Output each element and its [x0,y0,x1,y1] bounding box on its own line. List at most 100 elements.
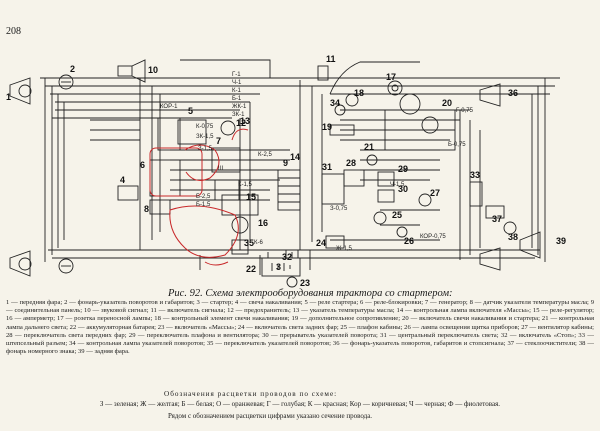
legend-item: 9 — соединительная панель; [6,299,595,315]
component-temp-gauge-13 [220,120,236,136]
component-number: 28 [346,158,356,168]
wire-label: Ч-1 [232,80,242,86]
component-number: 4 [120,175,125,185]
component-socket-17 [387,80,403,96]
component-number: 35 [244,238,254,248]
component-connector-33 [469,181,483,207]
wire-label: Б-2,5 [196,194,211,200]
component-number: 25 [392,210,402,220]
component-number: 15 [246,192,256,202]
component-rear-switch-24 [325,235,345,249]
component-glow-indicator-18 [345,93,359,107]
handwritten-annotations [149,128,249,266]
component-number: 26 [404,236,414,246]
component-starter-relay-5 [157,117,207,151]
legend-item: 2 — фонарь-указатель поворотов и габарит… [64,299,197,306]
legend-item: 31 — центральный переключатель света; [380,331,501,339]
component-turn-lamp-34 [334,104,346,116]
legend-item: 6 — реле-блокировки; [360,299,425,306]
component-number: 20 [442,98,452,108]
wire-label: Ж-1,5 [336,246,353,252]
legend-item: 17 — розетка переносной лампы; [57,315,155,323]
wire-color-item: К — красная; [307,400,350,408]
component-switch-28 [343,169,365,187]
wire-label: Б-1,5 [196,202,211,208]
component-number: 36 [508,88,518,98]
component-headlight-1 [9,77,32,105]
diagram-labels: 1234567891011121314151617181920212223242… [6,54,566,288]
wire-label: ЖК-1 [232,104,247,110]
wire-label: ЗК-1 [232,112,245,118]
wire-color-item: Ф — фиолетовая. [447,400,501,408]
component-number: 18 [354,88,364,98]
component-switch-29 [377,171,395,187]
wire-label: Б-1 [232,96,242,102]
legend-item: 26 — лампа освещения щитка приборов; [404,323,522,331]
component-number: 29 [398,164,408,174]
component-number: 22 [246,264,256,274]
component-central-switch-31 [321,173,345,205]
component-number: 23 [300,278,310,288]
component-rear-lamp-36 [479,83,501,107]
component-number: 37 [492,214,502,224]
component-number: 1 [6,92,11,102]
component-regulator-15 [221,194,259,216]
component-panel-lamp-26 [396,226,408,238]
wire-label: З-0,75 [330,206,348,212]
component-turn-lamp-2 [58,74,74,90]
component-number: 21 [364,142,374,152]
legend-item: 19 — дополнительное сопротивление; [291,315,403,323]
component-number: 33 [470,170,480,180]
component-number: 17 [386,72,396,82]
legend-item: 4 — свеча накаливания; [234,299,305,306]
wire-label: Ш [218,166,224,172]
legend-item: 12 — предохранитель; [227,307,293,315]
component-cab-lamp-25 [373,211,387,225]
wire-label: К-1,5 [238,182,252,188]
component-number: 5 [188,106,193,116]
wire-harness [40,59,560,275]
component-number: 12 [236,118,246,128]
component-number: 11 [326,54,336,64]
component-blocking-relay-6 [149,159,181,197]
wire-label: К-0,75 [196,124,214,130]
wiring-diagram: 1234567891011121314151617181920212223242… [6,54,566,288]
legend-item: 3 — стартер; [196,299,235,306]
wire-color-list: З — зеленая; Ж — желтая; Б — белая; О — … [6,400,594,408]
legend-item: 27 — вентилятор кабины; [521,323,594,331]
wire-label: З-1,5 [198,146,213,152]
component-dashboard-20 [384,93,456,151]
legend-item: 1 — передняя фара; [6,299,65,306]
wire-color-item: Г — голубая; [266,400,308,408]
component-number: 16 [258,218,268,228]
legend-item: 34 — контрольная лампа указателей поворо… [69,340,207,348]
legend-item: 28 — переключатель света передних фар; [6,331,129,339]
wire-color-item: Ж — желтая; [140,400,182,408]
component-number: 31 [322,162,332,172]
legend-item: 38 — фонарь номерного знака; [6,340,594,356]
legend-item: 7 — генератор; [424,299,470,306]
component-high-beam-lamp-21 [366,154,378,166]
component-ammeter-16 [231,216,249,234]
wire-label: ЗК-1,5 [196,134,214,140]
wire-label: КОР-0,75 [420,234,446,240]
component-junction-panel-9 [277,169,301,211]
component-number: 2 [70,64,75,74]
legend-item: 25 — плафон кабины; [340,323,405,331]
wire-label: Г-0,75 [456,108,474,114]
legend-item: 30 — прерыватель указателей поворота; [262,331,381,339]
wire-colors-heading: Обозначения расцветки проводов по схеме: [164,390,338,398]
legend-item: 13 — указатель температуры масла; [292,307,397,315]
component-number: 14 [290,152,300,162]
component-number: 6 [140,160,145,170]
legend-item: 24 — включатель света задних фар; [237,323,341,331]
legend-item: 16 — амперметр; [6,315,58,323]
legend-item: 35 — переключатель указателей поворотов; [206,340,333,348]
wire-label: Г-1 [232,72,241,78]
wire-label: К-1 [232,88,241,94]
component-number: 27 [430,188,440,198]
legend-item: 32 — включатель «Стоп»; [500,331,579,339]
page-number: 208 [6,26,21,37]
legend-item: 22 — аккумуляторная батарея; [69,323,158,331]
